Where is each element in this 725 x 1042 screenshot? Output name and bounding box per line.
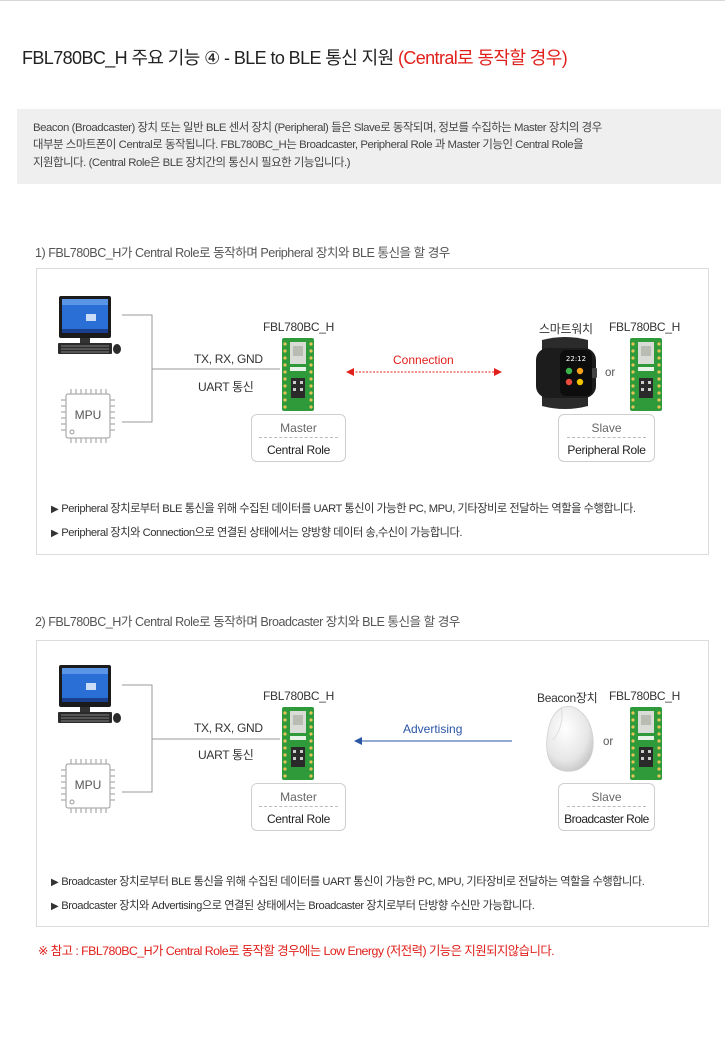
alt-module-label: FBL780BC_H xyxy=(609,320,681,334)
smartwatch-label: 스마트워치 xyxy=(539,322,593,336)
slave-role-bottom: Peripheral Role xyxy=(567,443,646,457)
advertising-label: Advertising xyxy=(403,722,463,736)
mpu-label: MPU xyxy=(74,408,102,422)
bullet-triangle-icon: ▶ xyxy=(51,877,59,888)
master-role-bottom: Central Role xyxy=(266,812,331,826)
ble-module-icon xyxy=(282,338,314,411)
slave-role-bottom: Broadcaster Role xyxy=(564,812,649,826)
mpu-chip-icon xyxy=(61,759,115,813)
section2-bullet-1: ▶Broadcaster 장치로부터 BLE 통신을 위해 수집된 데이터를 U… xyxy=(51,876,645,888)
intro-line-1: Beacon (Broadcaster) 장치 또는 일반 BLE 센서 장치 … xyxy=(33,122,602,134)
slave-role-box: Slave Broadcaster Role xyxy=(558,783,655,831)
interface-pins-label: TX, RX, GND xyxy=(194,721,263,735)
bullet-triangle-icon: ▶ xyxy=(51,528,59,539)
master-role-top: Master xyxy=(280,790,317,804)
alt-module-label: FBL780BC_H xyxy=(609,689,681,703)
section2-bullet-2: ▶Broadcaster 장치와 Advertising으로 연결된 상태에서는… xyxy=(51,900,535,912)
connection-arrow xyxy=(346,368,502,376)
or-label: or xyxy=(603,736,614,748)
title-main: FBL780BC_H 주요 기능 ④ - BLE to BLE 통신 지원 xyxy=(22,48,398,68)
module-label: FBL780BC_H xyxy=(263,689,335,703)
beacon-label: Beacon장치 xyxy=(537,691,598,705)
role-divider xyxy=(566,806,647,807)
slave-role-top: Slave xyxy=(591,790,622,804)
title-highlight: (Central로 동작할 경우) xyxy=(397,48,568,68)
smartwatch-icon: 22:12 xyxy=(536,337,597,409)
section2-title: 2) FBL780BC_H가 Central Role로 동작하며 Broadc… xyxy=(35,615,460,629)
intro-line-3: 지원합니다. (Central Role은 BLE 장치간의 통신시 필요한 기… xyxy=(33,156,351,169)
module-label: FBL780BC_H xyxy=(263,320,335,334)
interface-uart-label: UART 통신 xyxy=(198,748,254,762)
section1-title: 1) FBL780BC_H가 Central Role로 동작하며 Periph… xyxy=(35,246,450,260)
section1-bullet-1: ▶Peripheral 장치로부터 BLE 통신을 위해 수집된 데이터를 UA… xyxy=(51,503,636,515)
section1-bullet-2: ▶Peripheral 장치와 Connection으로 연결된 상태에서는 양… xyxy=(51,527,463,539)
pc-mpu-bracket xyxy=(122,314,280,423)
slave-role-box: Slave Peripheral Role xyxy=(558,414,655,462)
connection-label: Connection xyxy=(393,353,454,367)
beacon-icon xyxy=(546,705,594,772)
or-label: or xyxy=(605,367,616,379)
pc-icon xyxy=(58,665,121,723)
advertising-arrow xyxy=(354,737,512,745)
master-role-box: Master Central Role xyxy=(251,414,346,462)
role-divider xyxy=(566,437,647,438)
watch-time: 22:12 xyxy=(566,355,586,363)
footnote: ※ 참고 : FBL780BC_H가 Central Role로 동작할 경우에… xyxy=(38,944,555,958)
ble-module-icon xyxy=(282,707,314,780)
role-divider xyxy=(259,437,338,438)
bullet-triangle-icon: ▶ xyxy=(51,901,59,912)
master-role-bottom: Central Role xyxy=(266,443,331,457)
pc-mpu-bracket xyxy=(122,684,280,793)
interface-uart-label: UART 통신 xyxy=(198,380,254,394)
slave-role-top: Slave xyxy=(591,421,622,435)
page-title: FBL780BC_H 주요 기능 ④ - BLE to BLE 통신 지원 (C… xyxy=(22,44,568,70)
top-divider xyxy=(0,0,725,1)
mpu-chip-icon xyxy=(61,389,115,443)
master-role-top: Master xyxy=(280,421,317,435)
ble-module-alt-icon xyxy=(630,707,662,780)
mpu-label: MPU xyxy=(74,778,102,792)
role-divider xyxy=(259,806,338,807)
intro-line-2: 대부분 스마트폰이 Central로 동작됩니다. FBL780BC_H는 Br… xyxy=(33,139,584,152)
master-role-box: Master Central Role xyxy=(251,783,346,831)
intro-box: Beacon (Broadcaster) 장치 또는 일반 BLE 센서 장치 … xyxy=(17,109,721,184)
ble-module-alt-icon xyxy=(630,338,662,411)
interface-pins-label: TX, RX, GND xyxy=(194,352,263,366)
pc-icon xyxy=(58,296,121,354)
bullet-triangle-icon: ▶ xyxy=(51,504,59,515)
section1-diagram-box xyxy=(36,268,709,555)
